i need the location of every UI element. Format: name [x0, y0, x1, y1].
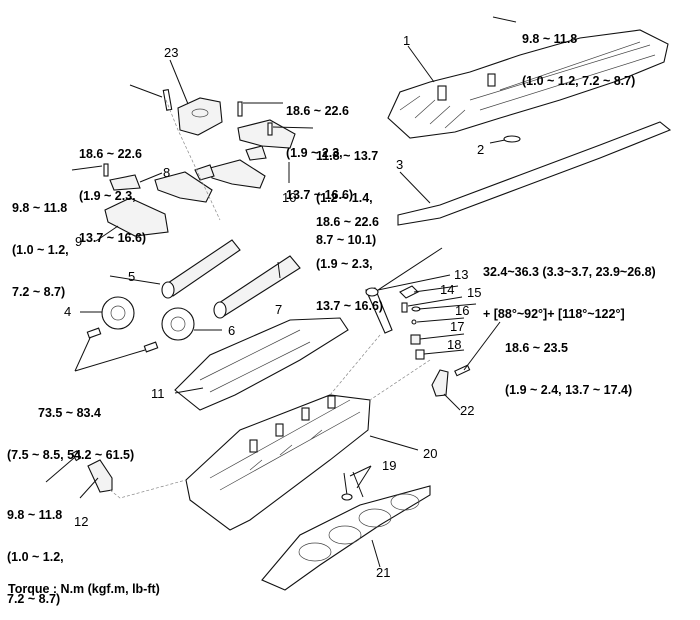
torque-sensor-bolt: 18.6 ~ 23.5 (1.9 ~ 2.4, 13.7 ~ 17.4)	[505, 313, 632, 411]
torque-cap-bolt-b: 11.8 ~ 13.7 (1.2 ~ 1.4, 8.7 ~ 10.1)	[316, 121, 378, 261]
torque-line: 8.7 ~ 10.1)	[316, 233, 377, 247]
leader-lines	[45, 16, 517, 568]
thermostat-housing	[87, 459, 113, 493]
callout-6: 6	[228, 323, 236, 338]
torque-line: 9.8 ~ 11.8	[12, 201, 68, 215]
callout-2: 2	[477, 142, 485, 157]
callout-10: 10	[282, 190, 297, 205]
torque-line: 18.6 ~ 23.5	[505, 341, 568, 355]
callout-22: 22	[460, 403, 475, 418]
bearing-cap-23	[177, 97, 223, 136]
torque-line: 11.8 ~ 13.7	[316, 149, 379, 163]
cylinder-head-cover	[387, 29, 669, 139]
torque-line: 7.2 ~ 8.7)	[12, 285, 66, 299]
torque-line: (1.9 ~ 2.3,	[316, 257, 373, 271]
callout-13: 13	[454, 267, 469, 282]
callout-12: 12	[74, 514, 89, 529]
callout-16: 16	[455, 303, 470, 318]
torque-line: (1.2 ~ 1.4,	[316, 191, 373, 205]
torque-line: + [88°~92°]+ [118°~122°]	[483, 307, 625, 321]
callout-3: 3	[396, 157, 404, 172]
callout-23: 23	[164, 45, 179, 60]
bracket-8	[109, 174, 141, 191]
torque-head-bolt: 32.4~36.3 (3.3~3.7, 23.9~26.8) + [88°~92…	[483, 237, 656, 335]
torque-cover-top: 9.8 ~ 11.8 (1.0 ~ 1.2, 7.2 ~ 8.7)	[522, 4, 635, 102]
camshaft-housing	[174, 317, 349, 411]
torque-units-note: Torque : N.m (kgf.m, lb-ft)	[8, 582, 160, 596]
callout-1: 1	[403, 33, 411, 48]
torque-center-bolt: 18.6 ~ 22.6 (1.9 ~ 2.3, 13.7 ~ 16.6)	[316, 187, 383, 327]
torque-line: 9.8 ~ 11.8	[522, 32, 578, 46]
torque-line: (1.9 ~ 2.3,	[286, 146, 343, 160]
sensor	[431, 369, 449, 397]
callout-21: 21	[376, 565, 391, 580]
torque-line: (1.0 ~ 1.2,	[12, 243, 69, 257]
bolt	[162, 88, 173, 111]
callout-4: 4	[64, 304, 72, 319]
callout-11: 11	[151, 386, 165, 401]
callout-20: 20	[423, 446, 438, 461]
torque-line: 9.8 ~ 11.8	[7, 508, 63, 522]
bearing-caps	[103, 101, 296, 237]
seal	[503, 135, 521, 143]
callout-17: 17	[450, 319, 465, 334]
head-gasket	[261, 485, 431, 591]
cvvt-sprocket-6	[161, 307, 195, 341]
torque-line: 73.5 ~ 83.4	[38, 406, 101, 420]
callout-9: 9	[75, 234, 83, 249]
torque-line: 13.7 ~ 16.6)	[316, 299, 384, 313]
torque-line: (1.0 ~ 1.2, 7.2 ~ 8.7)	[522, 74, 636, 88]
callout-18: 18	[447, 337, 462, 352]
torque-line: 18.6 ~ 22.6	[316, 215, 379, 229]
torque-bearing-cap-left: 18.6 ~ 22.6 (1.9 ~ 2.3, 13.7 ~ 16.6)	[79, 119, 146, 259]
callout-14: 14	[440, 282, 455, 297]
callout-8: 8	[163, 165, 171, 180]
torque-line: 7.2 ~ 8.7)	[7, 592, 61, 606]
torque-line: 32.4~36.3 (3.3~3.7, 23.9~26.8)	[483, 265, 656, 279]
torque-housing-bolt: 9.8 ~ 11.8 (1.0 ~ 1.2, 7.2 ~ 8.7)	[7, 480, 64, 620]
valve	[343, 472, 348, 496]
torque-line: (7.5 ~ 8.5, 54.2 ~ 61.5)	[7, 448, 135, 462]
torque-line: (1.9 ~ 2.4, 13.7 ~ 17.4)	[505, 383, 633, 397]
callout-19: 19	[382, 458, 397, 473]
cylinder-head	[185, 394, 371, 531]
torque-cvvt-bolt: 73.5 ~ 83.4 (7.5 ~ 8.5, 54.2 ~ 61.5)	[7, 378, 134, 476]
exploded-diagram	[45, 16, 672, 591]
torque-line: 18.6 ~ 22.6	[79, 147, 142, 161]
callout-15: 15	[467, 285, 482, 300]
torque-line: 13.7 ~ 16.6)	[286, 188, 354, 202]
callout-5: 5	[128, 269, 136, 284]
torque-bracket-left: 9.8 ~ 11.8 (1.0 ~ 1.2, 7.2 ~ 8.7)	[12, 173, 69, 313]
torque-line: (1.9 ~ 2.3,	[79, 189, 136, 203]
cvvt-sprocket-4	[101, 296, 135, 330]
torque-line: 13.7 ~ 16.6)	[79, 231, 147, 245]
callout-7: 7	[275, 302, 283, 317]
cap-9	[104, 197, 169, 237]
cover-gasket	[397, 121, 672, 226]
torque-cap-bolt-a: 18.6 ~ 22.6 (1.9 ~ 2.3, 13.7 ~ 16.6)	[286, 76, 353, 216]
torque-line: (1.0 ~ 1.2,	[7, 550, 64, 564]
valve-train	[365, 285, 425, 360]
torque-line: 18.6 ~ 22.6	[286, 104, 349, 118]
